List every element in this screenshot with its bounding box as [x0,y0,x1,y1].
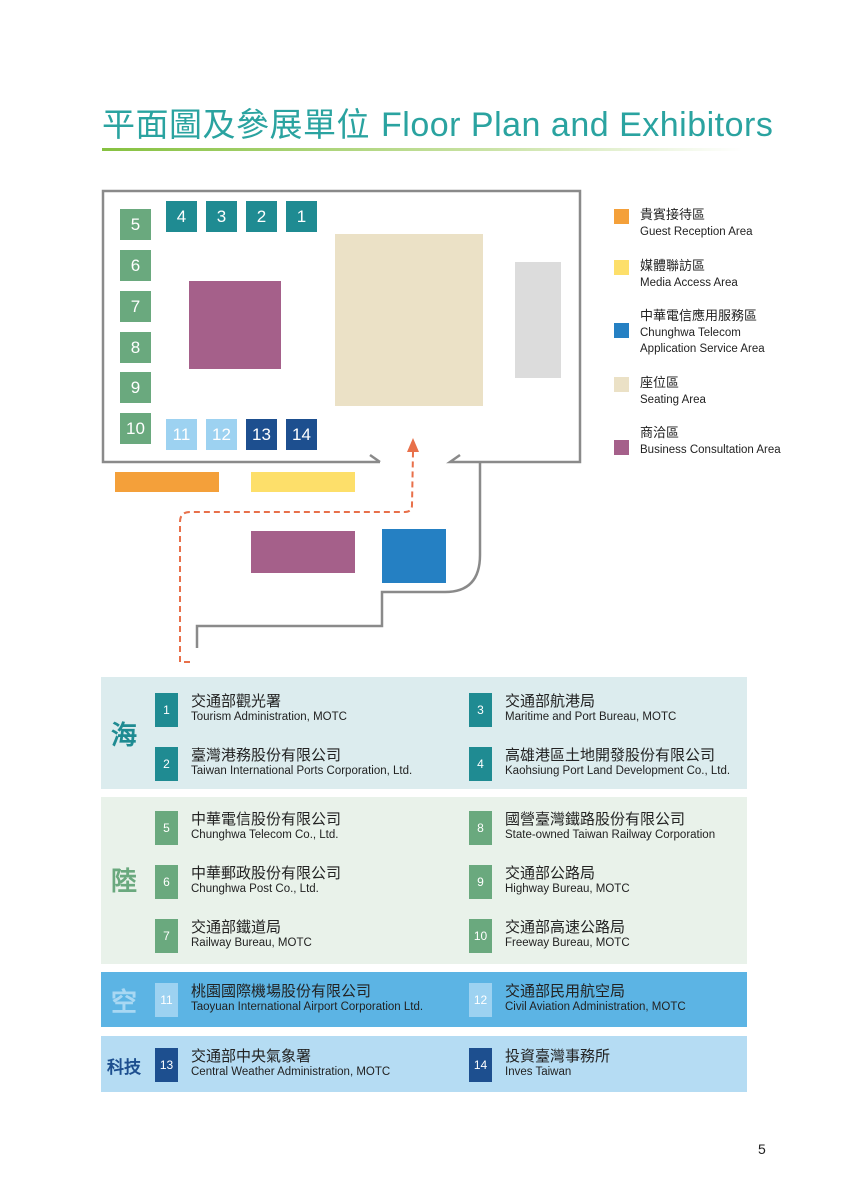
booth-8: 8 [120,332,151,363]
media-access-area [251,472,355,492]
exhibitor-name-zh: 交通部中央氣象署 [191,1047,312,1065]
booth-14: 14 [286,419,317,450]
legend-swatch [614,209,629,224]
exhibitor-name-zh: 交通部公路局 [505,864,596,882]
exhibitor-name-en: Central Weather Administration, MOTC [191,1066,391,1078]
exhibitor-number: 6 [155,865,178,899]
chunghwa-telecom-area [382,529,446,583]
exhibitor-name-en: Chunghwa Post Co., Ltd. [191,883,319,895]
exhibitor-name-en: Kaohsiung Port Land Development Co., Ltd… [505,765,731,777]
floor-plan-outline [101,189,582,663]
category-label: 科技 [107,1058,141,1078]
exhibitor-number: 2 [155,747,178,781]
exhibitor-number: 8 [469,811,492,845]
exhibitor-name-en: Civil Aviation Administration, MOTC [505,1001,686,1013]
booth-10: 10 [120,413,151,444]
exhibitor-number: 1 [155,693,178,727]
exhibitor-name-zh: 交通部民用航空局 [505,982,626,1000]
exhibitor-name-en: Maritime and Port Bureau, MOTC [505,711,677,723]
exhibitor-name-zh: 交通部鐵道局 [191,918,282,936]
exhibitor-number: 4 [469,747,492,781]
legend-swatch [614,440,629,455]
exhibitor-name-en: State-owned Taiwan Railway Corporation [505,829,716,841]
legend-swatch [614,377,629,392]
route-arrow-icon [407,438,419,452]
exhibitor-number: 5 [155,811,178,845]
guest-reception-area [115,472,219,492]
exhibitor-name-en: Inves Taiwan [505,1066,572,1078]
exhibitor-number: 7 [155,919,178,953]
title-zh: 平面圖及參展單位 [102,105,370,144]
exhibitor-name-en: Railway Bureau, MOTC [191,937,312,949]
exhibitor-name-zh: 中華郵政股份有限公司 [191,864,342,882]
exhibitor-number: 13 [155,1048,178,1082]
exhibitor-number: 12 [469,983,492,1017]
exhibitor-name-zh: 交通部航港局 [505,692,596,710]
legend-swatch [614,323,629,338]
legend-label-en: Media Access Area [640,277,738,289]
booth-7: 7 [120,291,151,322]
legend-label-en: Chunghwa Telecom Application Service Are… [640,327,765,355]
entry-route-path [179,451,414,663]
seating-area [335,234,483,406]
exhibitor-number: 3 [469,693,492,727]
business-consultation-area-2 [251,531,355,573]
exhibitor-name-zh: 交通部高速公路局 [505,918,626,936]
exhibitor-name-en: Highway Bureau, MOTC [505,883,630,895]
legend-label-zh: 貴賓接待區 [640,208,706,223]
exhibitor-name-zh: 桃園國際機場股份有限公司 [191,982,372,1000]
exhibitor-name-zh: 交通部觀光署 [191,692,282,710]
exhibitor-name-zh: 國營臺灣鐵路股份有限公司 [505,810,686,828]
legend-label-zh: 媒體聯訪區 [640,259,706,274]
corridor-wall [195,462,482,648]
business-consultation-area [189,281,281,369]
exhibitor-name-zh: 投資臺灣事務所 [505,1047,611,1065]
exhibitor-name-en: Chunghwa Telecom Co., Ltd. [191,829,339,841]
exhibitor-number: 10 [469,919,492,953]
page-title: 平面圖及參展單位 Floor Plan and Exhibitors [102,98,773,146]
page-number: 5 [758,1141,766,1157]
exhibitor-name-zh: 高雄港區土地開發股份有限公司 [505,746,716,764]
booth-9: 9 [120,372,151,403]
booth-1: 1 [286,201,317,232]
exhibitor-number: 11 [155,983,178,1017]
category-label: 海 [110,721,137,751]
exhibitor-name-en: Freeway Bureau, MOTC [505,937,630,949]
exhibitor-name-en: Tourism Administration, MOTC [191,711,347,723]
legend-label-en: Seating Area [640,394,706,406]
booth-4: 4 [166,201,197,232]
legend-label-en: Guest Reception Area [640,226,753,238]
title-en: Floor Plan and Exhibitors [381,106,774,144]
legend-label-zh: 座位區 [640,376,680,391]
exhibitor-number: 9 [469,865,492,899]
legend-label-en: Business Consultation Area [640,444,781,456]
title-underline [102,148,742,151]
exhibitor-name-en: Taiwan International Ports Corporation, … [191,765,413,777]
category-label: 陸 [110,867,137,897]
exhibitor-name-zh: 臺灣港務股份有限公司 [191,746,342,764]
hall-wall [101,189,582,464]
booth-3: 3 [206,201,237,232]
booth-6: 6 [120,250,151,281]
legend-swatch [614,260,629,275]
legend-label-zh: 商洽區 [640,426,680,441]
booth-13: 13 [246,419,277,450]
stage-area [515,262,561,378]
legend-label-zh: 中華電信應用服務區 [640,309,758,324]
exhibitor-number: 14 [469,1048,492,1082]
exhibitor-name-en: Taoyuan International Airport Corporatio… [191,1001,424,1013]
booth-5: 5 [120,209,151,240]
category-label: 空 [110,988,137,1018]
booth-12: 12 [206,419,237,450]
booth-2: 2 [246,201,277,232]
exhibitor-name-zh: 中華電信股份有限公司 [191,810,342,828]
booth-11: 11 [166,419,197,450]
